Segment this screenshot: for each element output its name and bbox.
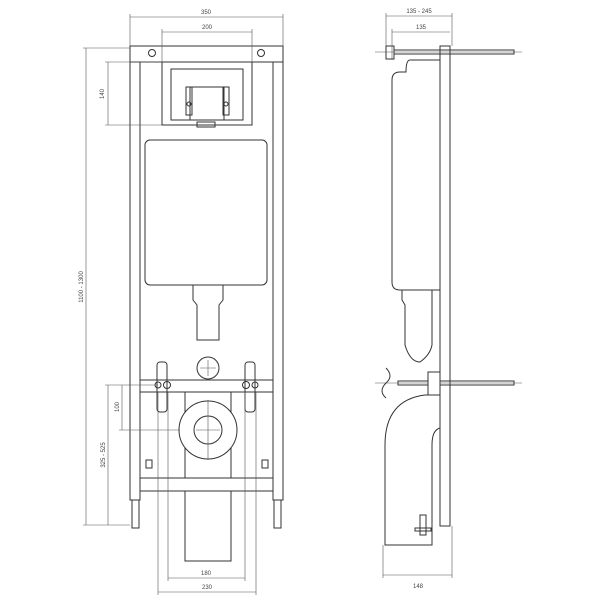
left-post [129,61,141,501]
frame-post [439,45,451,527]
flush-pipe [192,284,224,341]
flush-pipe-side [401,289,433,363]
dimension-lines [382,13,453,578]
cistern-side [391,59,441,291]
mount-hole [148,49,156,57]
side-view: 135 - 245 135 148 [375,9,522,590]
drain-pipe [184,490,232,562]
wall-bracket [381,367,391,399]
dim-overall-width: 350 [201,10,212,16]
lower-threaded-rod [397,380,515,386]
bottom-crossbar [139,477,274,492]
right-post [272,61,284,501]
dim-plate-width: 200 [202,25,213,31]
left-bracket [156,361,168,413]
dimension-lines [83,14,284,595]
dim-bowl-offset: 100 [115,401,121,412]
dim-bolt-outer: 230 [202,585,213,591]
drain-bend [384,394,441,546]
top-threaded-rod [393,49,515,55]
dim-depth: 135 [416,25,427,31]
dim-bottom-depth: 148 [413,584,424,590]
plate-frame [161,61,253,126]
dim-bolt-inner: 180 [201,571,212,577]
mount-hole [257,49,265,57]
right-bracket [244,361,256,413]
middle-crossbar [139,379,274,393]
dim-total-height: 1100 - 1300 [79,271,85,303]
right-foot [273,499,282,529]
cistern [144,139,268,286]
dim-plate-height: 140 [100,88,106,99]
front-view: 350 200 140 1100 - 1300 100 325 - 525 18… [79,10,284,595]
top-wall-anchor [385,45,395,60]
top-crossbar [129,45,284,63]
flush-mechanism [170,68,244,121]
dim-bowl-height: 325 - 525 [101,442,107,468]
left-foot [131,499,140,529]
dim-depth-range: 135 - 245 [406,9,432,15]
